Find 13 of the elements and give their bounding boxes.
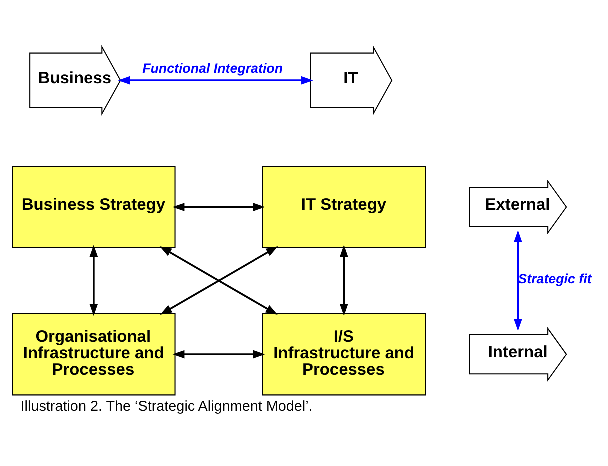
arrow bbox=[90, 245, 98, 316]
node-box: Business Strategy bbox=[12, 166, 176, 248]
arrow bbox=[118, 76, 314, 85]
arrow bbox=[514, 230, 522, 332]
caption: Illustration 2. The ‘Strategic Alignment Model’. bbox=[20, 398, 313, 415]
arrow bbox=[172, 350, 266, 359]
arrow bbox=[172, 203, 266, 212]
edge-label: Functional Integration bbox=[142, 60, 284, 76]
edge-label: Strategic fit bbox=[518, 271, 592, 286]
node-box: I/S Infrastructure and Processes bbox=[262, 313, 426, 396]
arrow bbox=[340, 245, 348, 316]
node-box: Organisational Infrastructure and Processes bbox=[12, 313, 176, 396]
node-box: IT Strategy bbox=[262, 166, 426, 248]
